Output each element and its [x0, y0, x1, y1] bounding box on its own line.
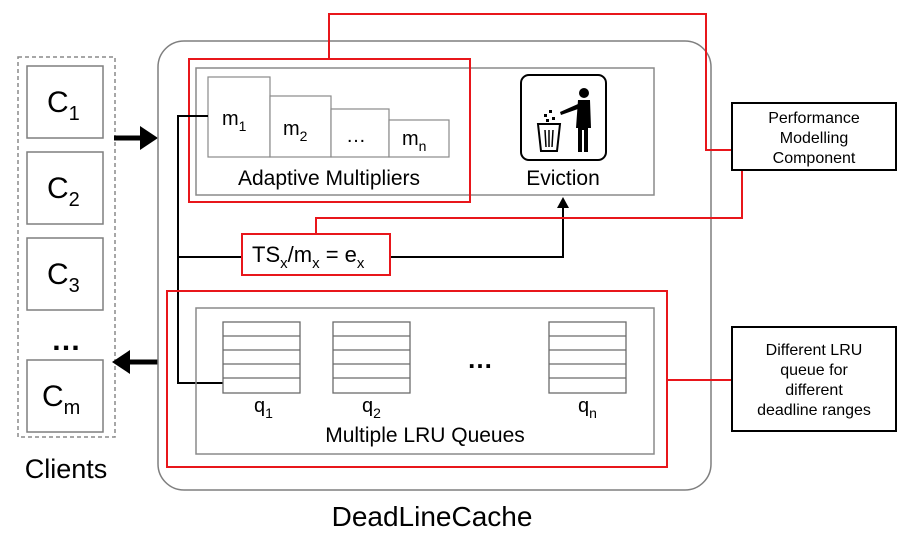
upper-panel: [195, 67, 655, 196]
queue-label-2: q2: [362, 395, 381, 421]
eviction-caption: Eviction: [526, 167, 600, 190]
client-node-3-label: C3: [47, 258, 80, 297]
clients-ellipsis: …: [51, 324, 81, 357]
queue-label-1: q1: [254, 395, 273, 421]
client-node-1-label: C1: [47, 86, 80, 125]
multiplier-block-3: [330, 108, 390, 158]
client-node-2: C2: [26, 151, 104, 225]
multiplier-label-2: m2: [283, 118, 308, 144]
multiplier-block-2: [269, 95, 332, 158]
client-node-3: C3: [26, 237, 104, 311]
lru-note-line-4: deadline ranges: [757, 402, 871, 419]
multiplier-block-n: [388, 119, 450, 158]
client-node-1: C1: [26, 65, 104, 139]
performance-modelling-box: [731, 102, 897, 171]
clients-group-border: [17, 56, 116, 438]
perf-to-formula-connector: [315, 170, 743, 234]
queues-caption: Multiple LRU Queues: [325, 424, 525, 447]
trash-icon: [520, 74, 607, 161]
formula-to-eviction-line: [390, 207, 564, 258]
lru-note-line-1: Different LRU: [766, 342, 863, 359]
client-node-m-label: Cm: [42, 380, 80, 419]
multiplier-to-queue-line: [177, 115, 228, 384]
perf-box-line-1: Performance: [768, 110, 860, 127]
lru-note-box: [731, 326, 897, 432]
deadline-formula-box: [241, 233, 391, 276]
deadline-formula: TSx/mx = ex: [252, 242, 365, 272]
request-arrow: [114, 126, 158, 150]
lru-queue-2: [332, 321, 411, 394]
lru-queue-1: [222, 321, 301, 394]
perf-to-multipliers-connector: [328, 13, 732, 151]
eviction-arrowhead: [557, 197, 569, 208]
client-node-m: Cm: [26, 359, 104, 433]
multiplier-staircase: m1 m2 … mn: [207, 76, 450, 158]
multiplier-label-1: m1: [222, 108, 247, 134]
queues-panel: [195, 307, 655, 455]
perf-box-line-3: Component: [773, 150, 856, 167]
clients-caption: Clients: [25, 454, 108, 484]
multiplier-label-n: mn: [402, 128, 426, 154]
lru-note-line-2: queue for: [780, 362, 848, 379]
lru-queue-n: [548, 321, 627, 394]
response-arrow: [112, 350, 158, 374]
lru-note-line-3: different: [785, 382, 843, 399]
system-caption: DeadLineCache: [332, 501, 533, 532]
perf-box-line-2: Modelling: [780, 130, 848, 147]
multiplier-block-1: [207, 76, 271, 158]
multipliers-caption: Adaptive Multipliers: [238, 167, 420, 190]
client-node-2-label: C2: [47, 172, 80, 211]
queue-label-n: qn: [578, 395, 597, 421]
queues-ellipsis: …: [467, 344, 493, 374]
multiplier-label-ellipsis: …: [346, 125, 366, 147]
